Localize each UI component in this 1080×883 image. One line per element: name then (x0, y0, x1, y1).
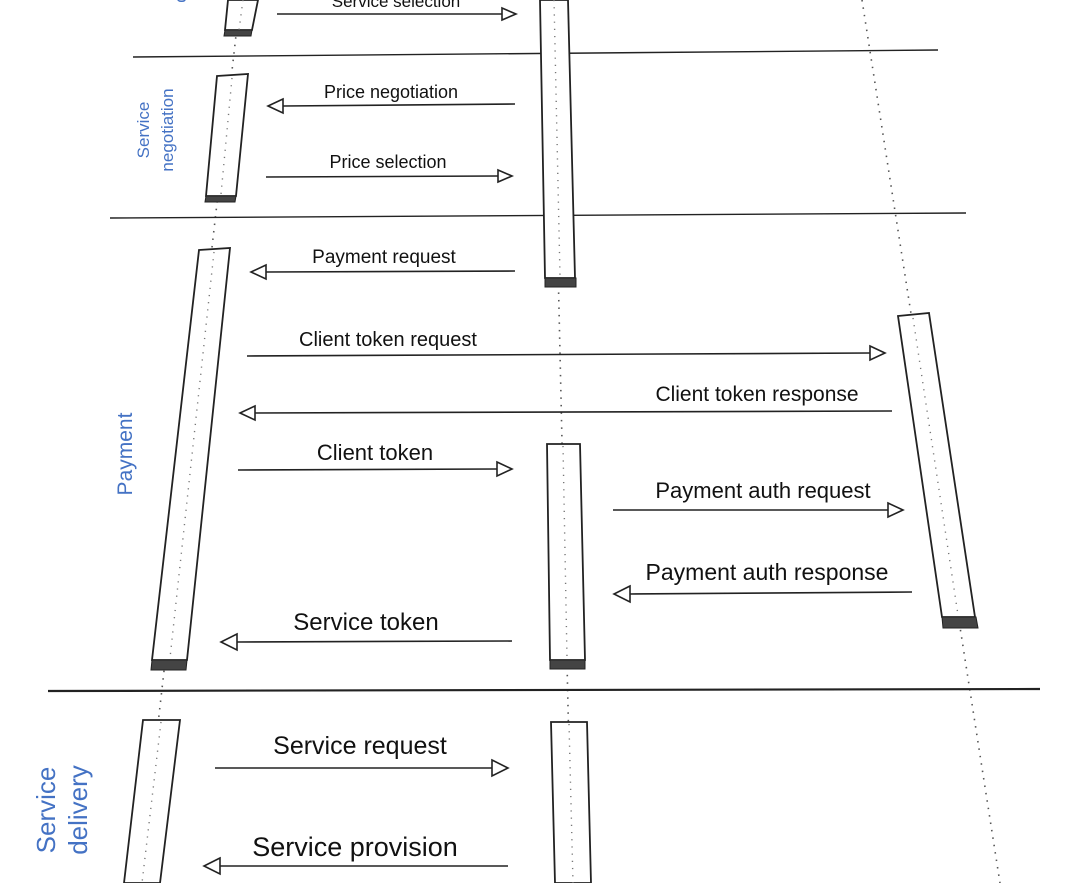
label-client-token: Client token (317, 440, 433, 465)
phase-delivery-line2: delivery (63, 765, 93, 855)
label-client-token-response: Client token response (655, 383, 858, 406)
activation-provider-delivery (550, 721, 592, 883)
phase-label-discovery: d (171, 0, 190, 3)
activation-client-payment (150, 247, 232, 671)
arrow-service-request (215, 758, 510, 778)
arrow-payment-auth-response (612, 584, 913, 604)
phase-delivery-line1: Service (31, 767, 61, 854)
phase-label-delivery: Service delivery (31, 765, 93, 855)
phase-divider-payment (47, 687, 1041, 693)
label-price-selection: Price selection (329, 152, 446, 172)
phase-discovery-text: d (171, 0, 190, 3)
arrow-price-negotiation (266, 97, 516, 115)
label-payment-auth-response: Payment auth response (646, 559, 889, 585)
phase-divider-negotiation (109, 212, 967, 219)
arrow-client-token-response (238, 404, 893, 422)
phase-label-negotiation: Service negotiation (134, 88, 177, 171)
phase-payment-text: Payment (114, 412, 137, 495)
label-service-selection: Service selection (332, 0, 461, 11)
activation-processor-payment (896, 312, 979, 629)
activation-client-delivery (123, 719, 182, 883)
label-price-negotiation: Price negotiation (324, 82, 458, 102)
phase-divider-discovery (132, 49, 939, 58)
label-service-request: Service request (273, 732, 447, 760)
label-service-token: Service token (293, 609, 438, 636)
label-client-token-request: Client token request (299, 329, 477, 351)
arrow-payment-auth-request (613, 501, 905, 519)
label-payment-request: Payment request (312, 247, 456, 268)
arrow-client-token-request (246, 344, 887, 362)
activation-client-discovery (223, 0, 259, 37)
phase-negotiation-line1: Service (134, 102, 153, 159)
arrow-service-token (219, 632, 513, 652)
phase-negotiation-line2: negotiation (158, 88, 177, 171)
activation-client-negotiation (204, 73, 249, 203)
label-payment-auth-request: Payment auth request (655, 478, 870, 503)
arrow-service-selection (277, 6, 519, 22)
label-service-provision: Service provision (252, 832, 458, 862)
arrow-price-selection (265, 168, 515, 184)
arrow-payment-request (249, 263, 516, 281)
activation-provider-payment (546, 443, 586, 670)
arrow-service-provision (202, 856, 508, 876)
phase-label-payment: Payment (114, 412, 137, 495)
activation-provider-top (539, 0, 577, 288)
arrow-client-token (237, 460, 514, 478)
